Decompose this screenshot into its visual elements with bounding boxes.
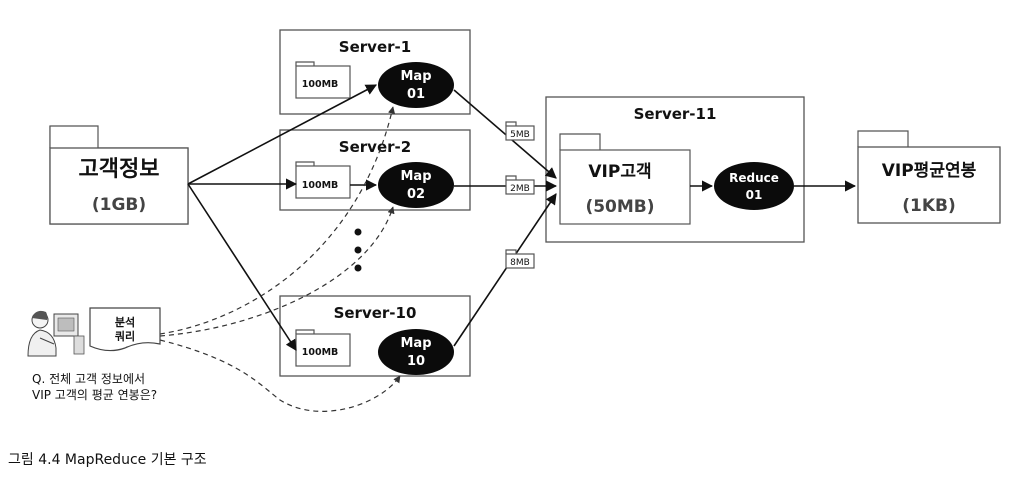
source-title: 고객정보	[79, 157, 160, 182]
reduce-number: 01	[746, 188, 763, 202]
folder-icon	[295, 61, 351, 99]
reduce-node	[714, 162, 794, 210]
map-number: 01	[407, 87, 425, 102]
question-line1: Q. 전체 고객 정보에서	[32, 372, 145, 386]
query-doc-line1: 분석	[115, 315, 135, 329]
map-node	[378, 329, 454, 375]
transfer-tag-2mb: 2MB	[505, 175, 535, 195]
map-number: 02	[407, 187, 425, 202]
more-servers-dots	[354, 228, 362, 272]
transfer-tag-8mb: 8MB	[505, 249, 535, 269]
analyst-user-icon	[27, 310, 85, 357]
query-doc-line2: 쿼리	[115, 329, 135, 343]
source-data-folder: 고객정보 (1GB)	[49, 125, 189, 225]
figure-caption: 그림 4.4 MapReduce 기본 구조	[8, 452, 207, 468]
distribution-arrows	[187, 84, 378, 351]
server-11-box: Server-11 VIP고객 (50MB) Reduce 01	[545, 96, 805, 243]
output-folder: VIP평균연봉 (1KB)	[794, 130, 1001, 224]
vip-title: VIP고객	[588, 162, 651, 182]
folder-label: 100MB	[302, 180, 339, 191]
folder-icon	[295, 161, 351, 199]
map-number: 10	[407, 354, 425, 369]
output-title: VIP평균연봉	[882, 161, 977, 181]
map-node	[378, 162, 454, 208]
transfer-label: 8MB	[510, 258, 530, 268]
folder-icon	[295, 329, 351, 367]
folder-label: 100MB	[302, 347, 339, 358]
server-name: Server-10	[334, 304, 417, 322]
server-10-box: Server-10 100MB Map 10	[279, 295, 471, 377]
map-label: Map	[400, 169, 431, 184]
folder-label: 100MB	[302, 79, 339, 90]
question-line2: VIP 고객의 평균 연봉은?	[32, 388, 157, 402]
output-size: (1KB)	[902, 196, 956, 216]
transfer-label: 5MB	[510, 130, 530, 140]
vip-size: (50MB)	[585, 197, 654, 217]
server-name: Server-1	[339, 38, 411, 56]
map-label: Map	[400, 336, 431, 351]
server-name: Server-2	[339, 138, 411, 156]
map-label: Map	[400, 69, 431, 84]
query-paths	[159, 106, 401, 412]
server-1-box: Server-1 100MB Map 01	[279, 29, 471, 115]
server-name: Server-11	[634, 105, 717, 123]
map-node	[378, 62, 454, 108]
server-2-box: Server-2 100MB Map 02	[279, 129, 471, 211]
transfer-label: 2MB	[510, 184, 530, 194]
transfer-tag-5mb: 5MB	[505, 121, 535, 141]
query-document: 분석 쿼리	[89, 307, 161, 352]
shuffle-arrows	[453, 89, 558, 347]
vip-folder	[559, 133, 691, 225]
reduce-label: Reduce	[729, 171, 779, 185]
source-size: (1GB)	[92, 195, 146, 215]
